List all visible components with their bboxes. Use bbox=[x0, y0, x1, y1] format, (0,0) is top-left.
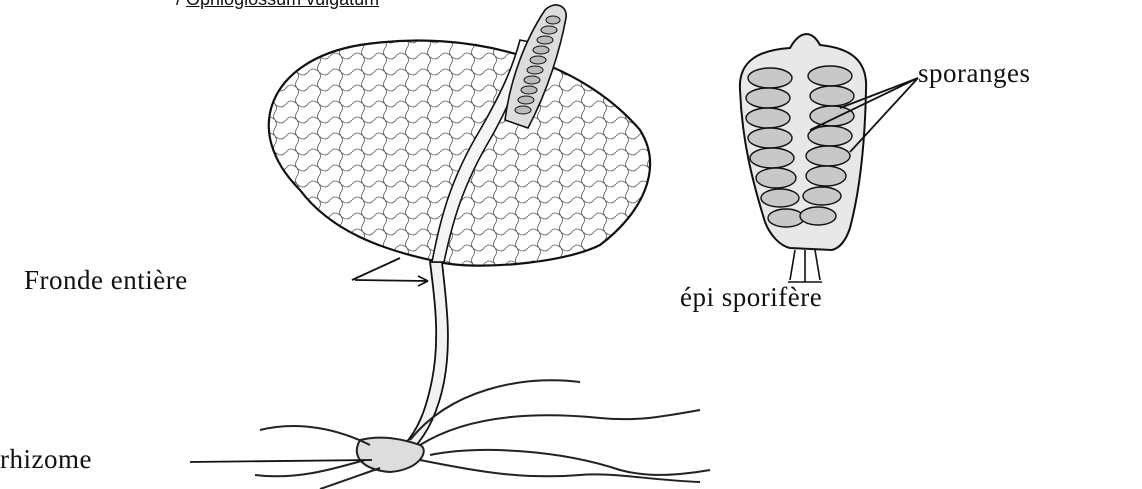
frond-blade bbox=[269, 41, 650, 266]
label-epi: épi sporifère bbox=[680, 282, 822, 312]
label-sporanges: sporanges bbox=[918, 58, 1030, 88]
stem bbox=[404, 262, 448, 448]
rhizome-roots bbox=[255, 380, 710, 489]
label-rhizome: rhizome bbox=[0, 444, 92, 474]
detail-spike bbox=[740, 34, 866, 282]
label-fronde: Fronde entière bbox=[24, 265, 188, 295]
